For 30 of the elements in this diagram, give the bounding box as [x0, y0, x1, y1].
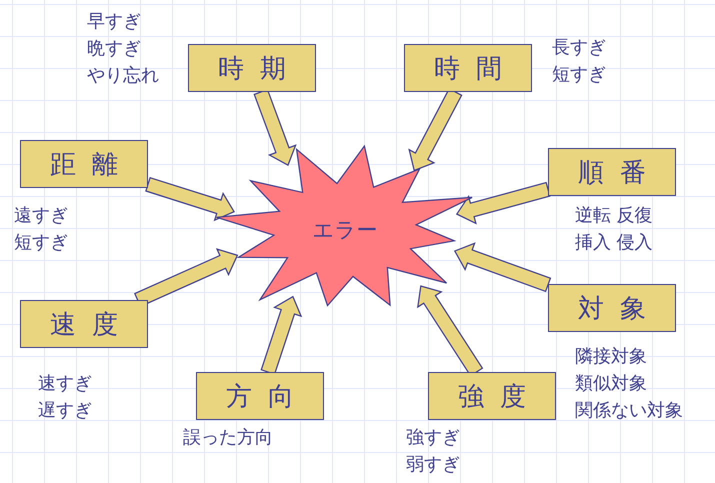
- note-text: 弱すぎ: [406, 453, 460, 477]
- note-text: 類似対象: [575, 372, 647, 396]
- node-label: エラー: [312, 217, 378, 244]
- note-text: 関係ない対象: [575, 399, 683, 423]
- note-text: 早すぎ: [87, 10, 141, 34]
- note-text: 誤った方向: [183, 426, 273, 450]
- category-box: 時期: [188, 44, 316, 92]
- note-text: 速すぎ: [38, 372, 92, 396]
- category-box: 速度: [20, 300, 148, 348]
- category-box: 強度: [428, 372, 556, 420]
- note-text: 強すぎ: [406, 426, 460, 450]
- block-arrow: [260, 296, 302, 375]
- note-text: 隣接対象: [575, 345, 647, 369]
- note-text: 短すぎ: [14, 231, 68, 255]
- note-text: 遅すぎ: [38, 399, 92, 423]
- block-arrow: [456, 182, 551, 225]
- category-box: 対象: [548, 284, 676, 332]
- note-text: 逆転 反復: [575, 204, 653, 228]
- note-text: 長すぎ: [552, 36, 606, 60]
- note-text: 短すぎ: [552, 63, 606, 87]
- block-arrow: [454, 242, 552, 292]
- note-text: 晩すぎ: [87, 37, 141, 61]
- note-text: やり忘れ: [87, 64, 159, 88]
- category-box: 距離: [20, 140, 148, 188]
- block-arrow: [145, 176, 235, 222]
- note-text: 挿入 侵入: [575, 231, 653, 255]
- note-text: 遠すぎ: [14, 204, 68, 228]
- category-box: 方向: [196, 372, 324, 420]
- category-box: 順番: [548, 148, 676, 196]
- category-box: 時間: [404, 44, 532, 92]
